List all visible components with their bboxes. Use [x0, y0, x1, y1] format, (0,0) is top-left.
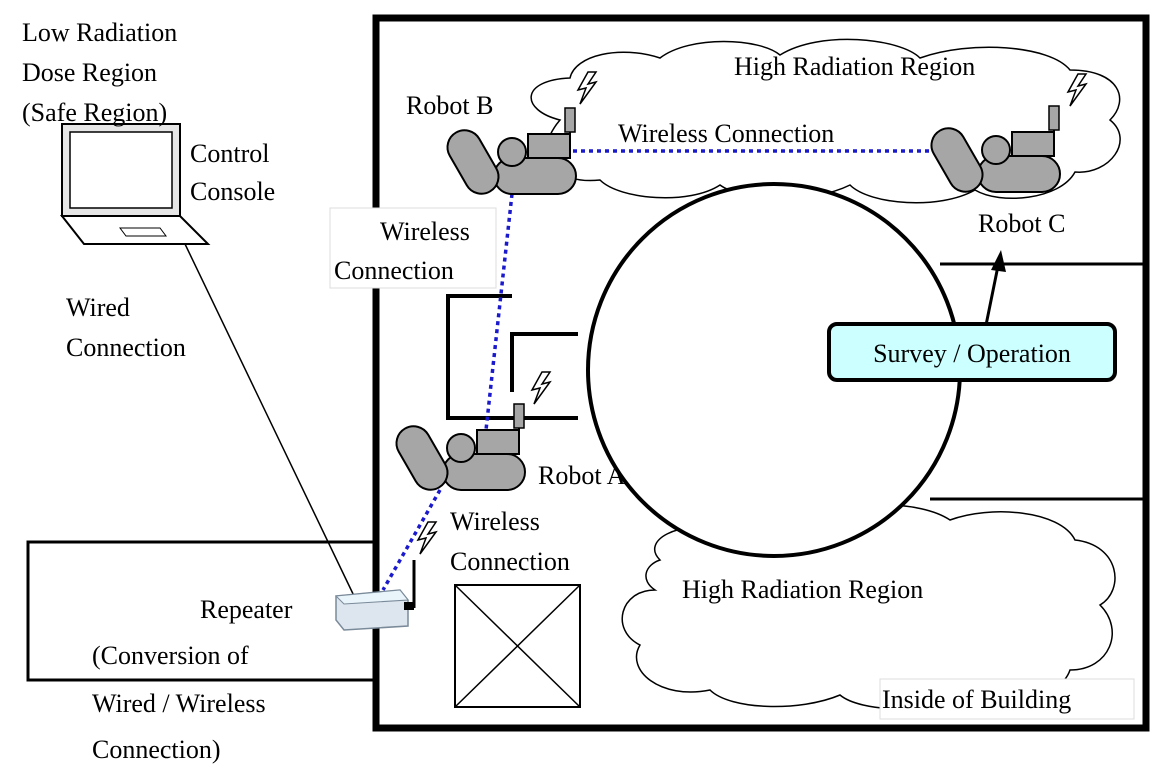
- wireless-ra-line1: Wireless: [450, 507, 540, 536]
- entrance-corridor: [26, 540, 376, 682]
- arrow-head-icon: [991, 250, 1006, 272]
- repeater-line1: Repeater: [200, 595, 293, 624]
- wireless-ra-line2: Connection: [450, 547, 570, 576]
- high-radiation-top-label: High Radiation Region: [734, 52, 975, 81]
- laptop-icon: [59, 123, 211, 245]
- wireless-line-a-repeater: [381, 489, 442, 591]
- building-outline: [372, 14, 1150, 732]
- robot-b-label: Robot B: [406, 91, 493, 120]
- obstacle-box: [454, 584, 581, 708]
- control-console-line1: Control: [190, 139, 269, 168]
- wireless-ab-line2: Connection: [334, 256, 454, 285]
- wired-connection-line1: Wired: [66, 293, 130, 322]
- repeater-line3: Wired / Wireless: [92, 689, 266, 718]
- wireless-bc-label: Wireless Connection: [618, 119, 834, 148]
- repeater-icon: [334, 560, 416, 631]
- wireless-ab-line1: Wireless: [380, 217, 470, 246]
- robot-b-icon: [440, 107, 577, 201]
- wired-connection-line: [184, 243, 356, 599]
- safe-region-line3: (Safe Region): [22, 98, 167, 127]
- inside-building-label: Inside of Building: [882, 685, 1071, 714]
- wired-connection-line2: Connection: [66, 333, 186, 362]
- survey-operation-box: [827, 322, 1117, 382]
- repeater-line2: (Conversion of: [92, 641, 249, 670]
- high-radiation-bottom-label: High Radiation Region: [682, 575, 923, 604]
- safe-region-line2: Dose Region: [22, 58, 157, 87]
- inner-wall-2: [510, 332, 578, 392]
- survey-operation-label: Survey / Operation: [873, 339, 1071, 368]
- robot-a-label: Robot A: [538, 461, 626, 490]
- repeater-line4: Connection): [92, 735, 221, 764]
- survey-arrow: [983, 265, 1000, 331]
- control-console-line2: Console: [190, 177, 275, 206]
- robot-c-label: Robot C: [978, 209, 1065, 238]
- safe-region-line1: Low Radiation: [22, 18, 177, 47]
- inner-wall-1: [446, 294, 578, 420]
- signal-bolt-icon: [531, 371, 551, 405]
